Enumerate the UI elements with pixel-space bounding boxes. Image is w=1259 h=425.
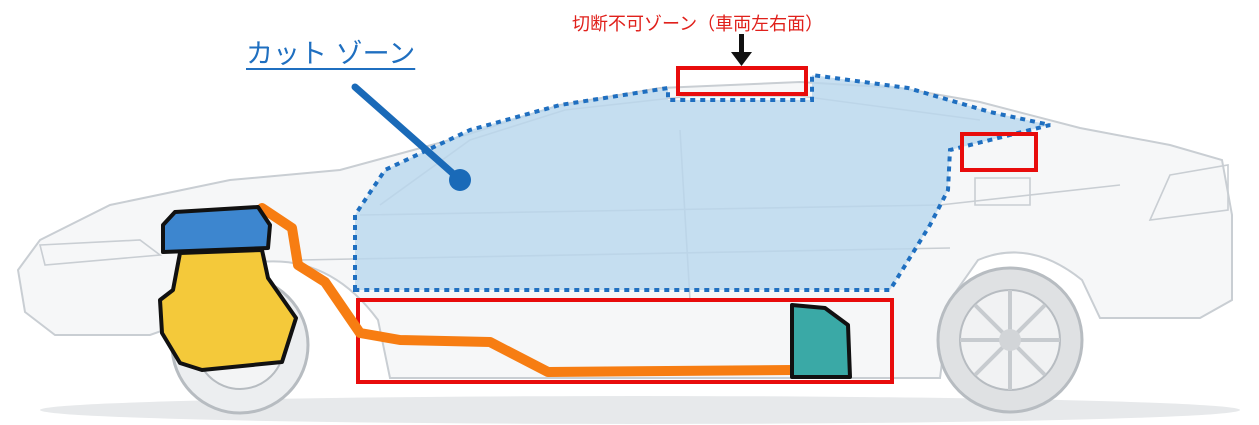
high-voltage-battery [790,303,852,379]
no-cut-zone-label: 切断不可ゾーン（車両左右面） [572,14,824,35]
rear-wheel [936,266,1084,414]
twelve-volt-battery [161,205,272,254]
no-cut-zone-rocker [356,298,894,384]
tail-light [1148,164,1229,221]
motor-unit [158,248,298,372]
arrow-down-icon [731,34,752,66]
headlight [38,239,163,266]
cut-zone-label: カット ゾーン [246,39,416,70]
fuel-door [974,177,1031,206]
cut-zone-area [353,72,1051,292]
high-voltage-cable [257,203,797,377]
pointer-line-icon [351,83,471,191]
no-cut-zone-c-pillar [960,132,1038,172]
ground-shadow [40,396,1240,424]
no-cut-zone-roof [676,66,808,96]
